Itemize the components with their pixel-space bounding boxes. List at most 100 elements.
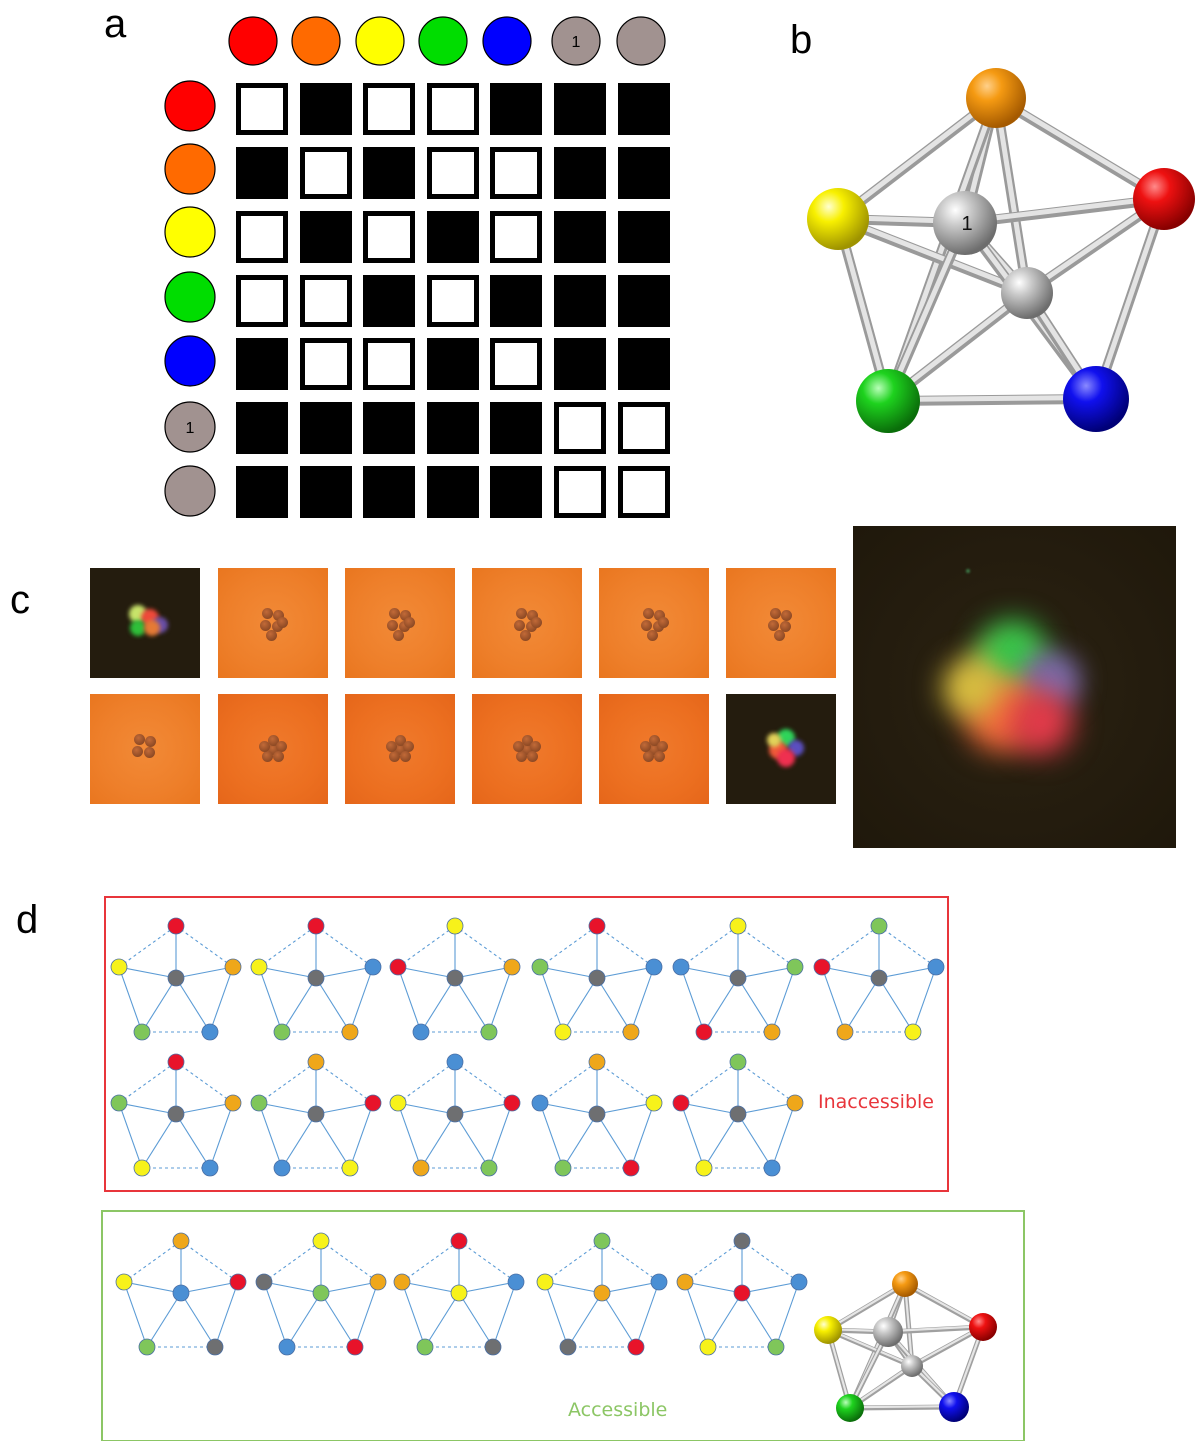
bead bbox=[152, 617, 168, 633]
node-orange bbox=[588, 1053, 606, 1071]
node-red bbox=[503, 1094, 521, 1112]
node-blue bbox=[531, 1094, 549, 1112]
pentagon-graph bbox=[676, 1232, 808, 1356]
matrix-cell-empty bbox=[236, 275, 288, 327]
matrix-cell-filled bbox=[618, 147, 670, 199]
bead bbox=[640, 619, 652, 631]
node-green bbox=[250, 1094, 268, 1112]
node-orange bbox=[393, 1273, 411, 1291]
node-green bbox=[133, 1023, 151, 1041]
microscopy-frame bbox=[599, 568, 709, 678]
bead bbox=[648, 743, 660, 755]
node-orange bbox=[593, 1284, 611, 1302]
bead bbox=[657, 616, 669, 628]
node-red bbox=[672, 1094, 690, 1112]
bead bbox=[780, 609, 792, 621]
node-red bbox=[695, 1023, 713, 1041]
matrix-cell-empty bbox=[300, 338, 352, 390]
matrix-cell-filled bbox=[236, 338, 288, 390]
node-yellow bbox=[450, 1284, 468, 1302]
column-node-number: 1 bbox=[572, 34, 581, 51]
node-orange bbox=[836, 1023, 854, 1041]
microscopy-frame bbox=[726, 694, 836, 804]
bead bbox=[389, 750, 401, 762]
bead bbox=[272, 750, 284, 762]
cluster-model-thumbnail bbox=[814, 1271, 997, 1422]
matrix-cell-filled bbox=[427, 402, 479, 454]
bead bbox=[530, 740, 542, 752]
bead bbox=[276, 616, 288, 628]
bead bbox=[276, 740, 288, 752]
node-gray bbox=[167, 1105, 185, 1123]
matrix-cell-filled bbox=[363, 147, 415, 199]
matrix-cell-empty bbox=[363, 83, 415, 135]
bead bbox=[392, 629, 404, 641]
node-red bbox=[588, 917, 606, 935]
bead bbox=[388, 607, 400, 619]
node-yellow bbox=[729, 917, 747, 935]
bead bbox=[653, 750, 665, 762]
bead bbox=[943, 660, 999, 716]
node-red bbox=[389, 958, 407, 976]
node-yellow bbox=[341, 1159, 359, 1177]
node-gray bbox=[729, 969, 747, 987]
microscopy-frame bbox=[90, 568, 200, 678]
matrix-cell-filled bbox=[300, 211, 352, 263]
bead bbox=[515, 607, 527, 619]
matrix-cell-empty bbox=[618, 402, 670, 454]
thumbnail-sphere-gray2 bbox=[901, 1355, 923, 1377]
matrix-cell-filled bbox=[300, 402, 352, 454]
node-green bbox=[767, 1338, 785, 1356]
column-label-gray-node bbox=[616, 16, 666, 66]
matrix-cell-filled bbox=[490, 402, 542, 454]
node-gray bbox=[307, 969, 325, 987]
node-yellow bbox=[695, 1159, 713, 1177]
node-yellow bbox=[699, 1338, 717, 1356]
pentagon-graph bbox=[115, 1232, 247, 1356]
node-red bbox=[450, 1232, 468, 1250]
bead bbox=[403, 616, 415, 628]
node-green bbox=[273, 1023, 291, 1041]
node-gray bbox=[588, 969, 606, 987]
pentagon-graph bbox=[531, 1053, 663, 1177]
node-blue bbox=[645, 958, 663, 976]
bead bbox=[526, 609, 538, 621]
node-blue bbox=[927, 958, 945, 976]
node-blue bbox=[201, 1159, 219, 1177]
node-red bbox=[733, 1284, 751, 1302]
cluster-sphere-red bbox=[1133, 168, 1195, 230]
bead bbox=[773, 629, 785, 641]
node-green bbox=[480, 1159, 498, 1177]
node-yellow bbox=[389, 1094, 407, 1112]
pentagon-graph bbox=[672, 917, 804, 1041]
pentagon-graph bbox=[531, 917, 663, 1041]
row-label-red-node bbox=[164, 80, 216, 132]
row-label-yellow-node bbox=[164, 206, 216, 258]
bead bbox=[779, 620, 791, 632]
bead bbox=[272, 609, 284, 621]
node-orange bbox=[172, 1232, 190, 1250]
bead bbox=[639, 740, 651, 752]
node-yellow bbox=[554, 1023, 572, 1041]
node-gray bbox=[870, 969, 888, 987]
node-gray bbox=[729, 1105, 747, 1123]
node-yellow bbox=[115, 1273, 133, 1291]
column-label-yellow-node bbox=[355, 16, 405, 66]
node-blue bbox=[201, 1023, 219, 1041]
bead bbox=[259, 619, 271, 631]
row-label-gray-node bbox=[164, 401, 216, 453]
bead bbox=[979, 620, 1047, 688]
bead bbox=[143, 746, 155, 758]
matrix-cell-filled bbox=[427, 338, 479, 390]
bead bbox=[258, 740, 270, 752]
bead bbox=[530, 616, 542, 628]
node-yellow bbox=[250, 958, 268, 976]
matrix-cell-filled bbox=[490, 466, 542, 518]
node-red bbox=[307, 917, 325, 935]
node-blue bbox=[650, 1273, 668, 1291]
matrix-cell-empty bbox=[618, 466, 670, 518]
pentagon-graph bbox=[250, 1053, 382, 1177]
node-green bbox=[554, 1159, 572, 1177]
matrix-cell-filled bbox=[236, 402, 288, 454]
node-gray bbox=[167, 969, 185, 987]
